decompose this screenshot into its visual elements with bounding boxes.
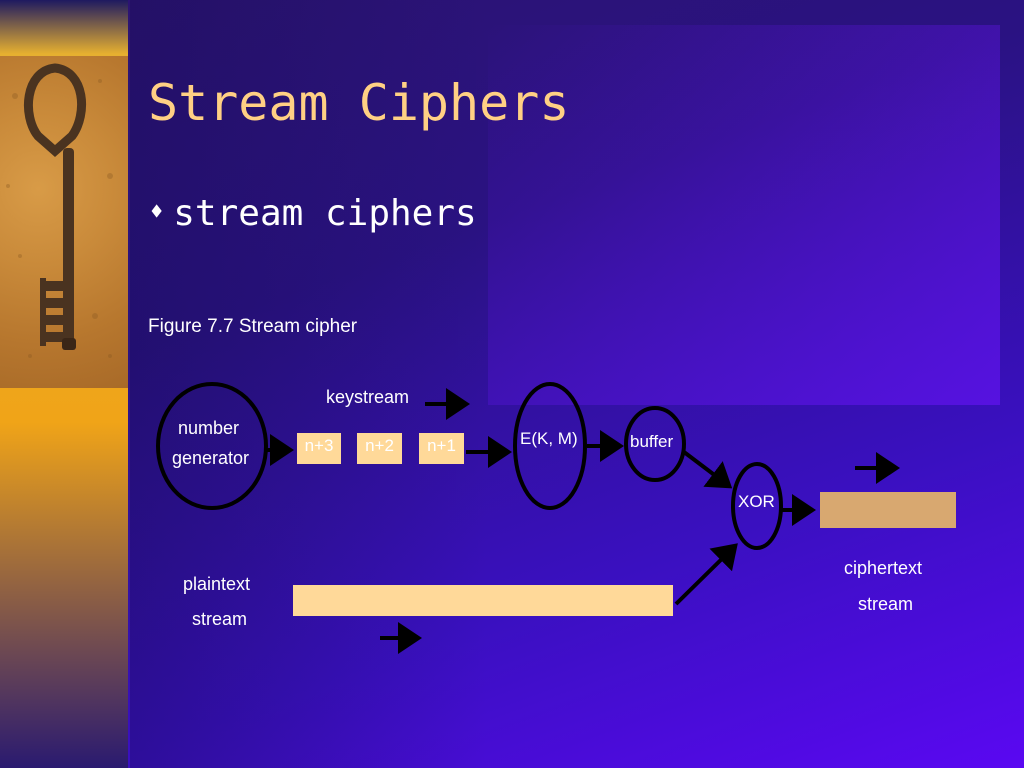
- number-generator-node: [156, 382, 268, 510]
- buffer-label: buffer: [630, 432, 674, 451]
- skeleton-key-icon: [6, 63, 113, 358]
- encrypt-node: [513, 382, 587, 510]
- generator-label-line2: generator: [172, 448, 250, 468]
- plaintext-label-line2: stream: [192, 609, 248, 629]
- key-cell-n2: n+2: [357, 433, 402, 464]
- background-glow: [488, 25, 1000, 405]
- bullet-item: ♦ stream ciphers: [150, 193, 477, 234]
- diamond-bullet-icon: ♦: [150, 199, 164, 225]
- plaintext-stream-box: [293, 585, 673, 616]
- key-photo: [0, 56, 128, 388]
- plaintext-label-line1: plaintext: [183, 574, 251, 594]
- ciphertext-stream-box: [820, 492, 956, 528]
- plaintext-to-xor-arrow: [674, 543, 738, 606]
- slide-title: Stream Ciphers: [148, 74, 570, 132]
- ciphertext-label-line2: stream: [858, 594, 914, 614]
- key-cell-n1: n+1: [419, 433, 464, 464]
- key-cell-n3: n+3: [297, 433, 341, 464]
- keystream-label: keystream: [326, 387, 410, 407]
- bullet-text: stream ciphers: [173, 193, 477, 234]
- xor-node: [731, 462, 783, 550]
- xor-label: XOR: [738, 492, 775, 511]
- generator-label-line1: number: [178, 418, 240, 438]
- ciphertext-label-line1: ciphertext: [844, 558, 923, 578]
- encrypt-label: E(K, M): [520, 429, 578, 448]
- buffer-node: [624, 406, 686, 482]
- buffer-to-xor-arrow: [682, 450, 733, 489]
- figure-caption: Figure 7.7 Stream cipher: [148, 316, 358, 337]
